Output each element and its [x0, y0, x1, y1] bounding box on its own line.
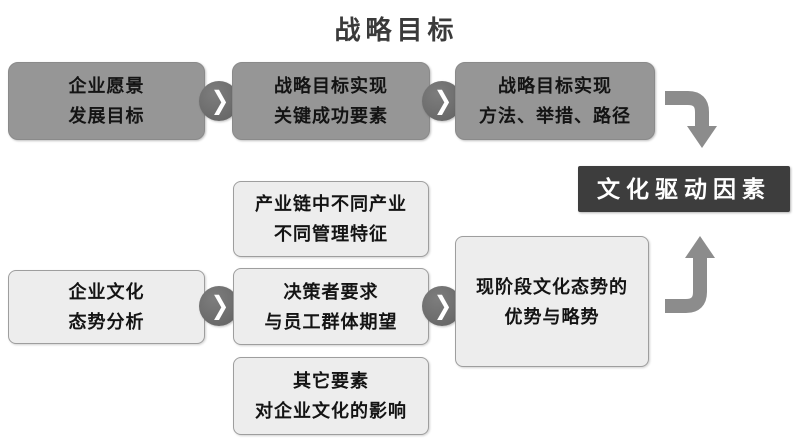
- chevron-right-icon: ❯: [199, 286, 239, 326]
- bottom-box-decision-makers-line1: 决策者要求: [283, 281, 379, 302]
- chevron-glyph: ❯: [433, 291, 453, 320]
- bottom-box-current-situation: 现阶段文化态势的 优势与略势: [455, 236, 649, 367]
- bottom-box-other-factors-line2: 对企业文化的影响: [255, 401, 407, 421]
- bottom-box-other-factors: 其它要素 对企业文化的影响: [233, 357, 429, 435]
- bottom-box-decision-makers: 决策者要求 与员工群体期望: [233, 268, 429, 345]
- bottom-box-current-situation-line2: 优势与略势: [504, 306, 600, 327]
- top-box-vision-line1: 企业愿景: [68, 76, 145, 96]
- bottom-box-culture-analysis: 企业文化 态势分析: [8, 270, 205, 344]
- bottom-box-culture-analysis-line2: 态势分析: [68, 312, 145, 332]
- top-box-methods-line1: 战略目标实现: [498, 76, 612, 96]
- top-box-success-factors-line1: 战略目标实现: [274, 76, 388, 96]
- top-box-vision: 企业愿景 发展目标: [8, 62, 205, 140]
- elbow-arrow-down-icon: [665, 91, 717, 148]
- result-box-culture-drivers: 文化驱动因素: [578, 166, 790, 212]
- bottom-box-decision-makers-line2: 与员工群体期望: [264, 311, 398, 332]
- top-box-success-factors: 战略目标实现 关键成功要素: [232, 62, 430, 140]
- chevron-glyph: ❯: [210, 86, 230, 115]
- chevron-glyph: ❯: [433, 86, 453, 115]
- chevron-glyph: ❯: [210, 291, 230, 320]
- bottom-box-current-situation-line1: 现阶段文化态势的: [476, 276, 628, 297]
- bottom-box-culture-analysis-line1: 企业文化: [68, 282, 145, 302]
- bottom-box-industry-chain-line2: 不同管理特征: [274, 224, 388, 244]
- top-box-methods-line2: 方法、举措、路径: [479, 106, 631, 126]
- result-box-label: 文化驱动因素: [597, 175, 771, 202]
- bottom-box-industry-chain: 产业链中不同产业 不同管理特征: [233, 181, 429, 257]
- elbow-arrow-up-icon: [665, 236, 715, 313]
- top-box-success-factors-line2: 关键成功要素: [274, 106, 388, 126]
- bottom-box-industry-chain-line1: 产业链中不同产业: [255, 194, 407, 214]
- diagram-title: 战略目标: [334, 15, 459, 45]
- top-box-methods: 战略目标实现 方法、举措、路径: [455, 62, 655, 140]
- top-box-vision-line2: 发展目标: [68, 106, 145, 126]
- bottom-box-other-factors-line1: 其它要素: [293, 371, 369, 391]
